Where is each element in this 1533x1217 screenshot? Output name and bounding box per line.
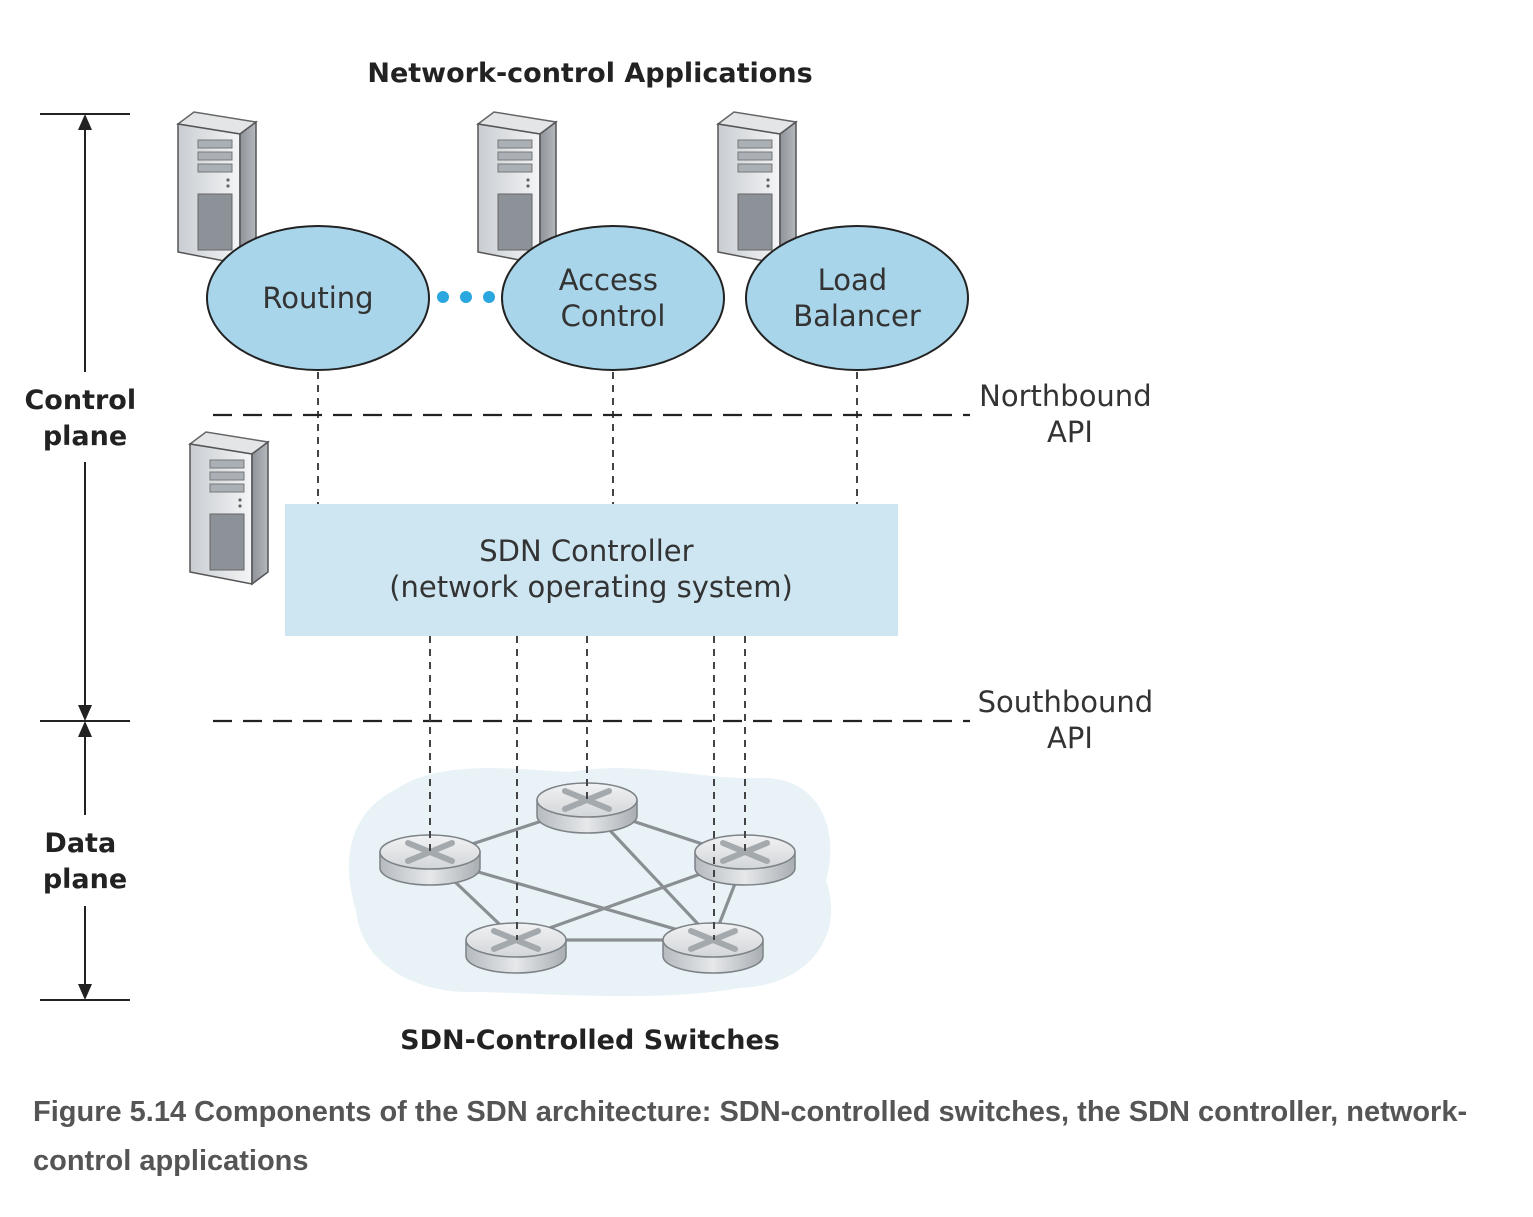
plane-axis <box>40 113 130 1001</box>
figure-caption: Figure 5.14 Components of the SDN archit… <box>33 1096 1468 1177</box>
switch-top-icon <box>537 783 637 833</box>
app-load-balancer <box>745 225 969 371</box>
southbound-links <box>429 636 746 940</box>
switch-bottom-right-icon <box>663 923 763 973</box>
app-load-balancer-label: Load Balancer <box>793 263 921 333</box>
switch-bottom-left-icon <box>466 923 566 973</box>
routing-server-icon <box>177 111 257 265</box>
switch-left-icon <box>380 835 480 885</box>
app-access-control <box>501 225 725 371</box>
app-routing <box>206 225 430 371</box>
northbound-links <box>317 372 858 504</box>
switches-label: SDN-Controlled Switches <box>400 1025 780 1056</box>
switch-right-icon <box>695 835 795 885</box>
sdn-controller-box <box>285 504 898 636</box>
applications-title: Network-control Applications <box>367 58 812 89</box>
southbound-api-label: Southbound API <box>978 685 1163 755</box>
sdn-controller-label: SDN Controller (network operating system… <box>389 534 793 604</box>
control-plane-label: Control plane <box>24 385 145 452</box>
app-access-control-label: Access Control <box>559 263 668 333</box>
controller-server-icon <box>189 431 269 585</box>
northbound-api-label: Northbound API <box>979 379 1161 449</box>
more-apps-dots-icon <box>437 291 495 303</box>
load-balancer-server-icon <box>717 111 797 265</box>
data-plane-label: Data plane <box>43 828 127 895</box>
app-routing-label: Routing <box>262 281 373 315</box>
